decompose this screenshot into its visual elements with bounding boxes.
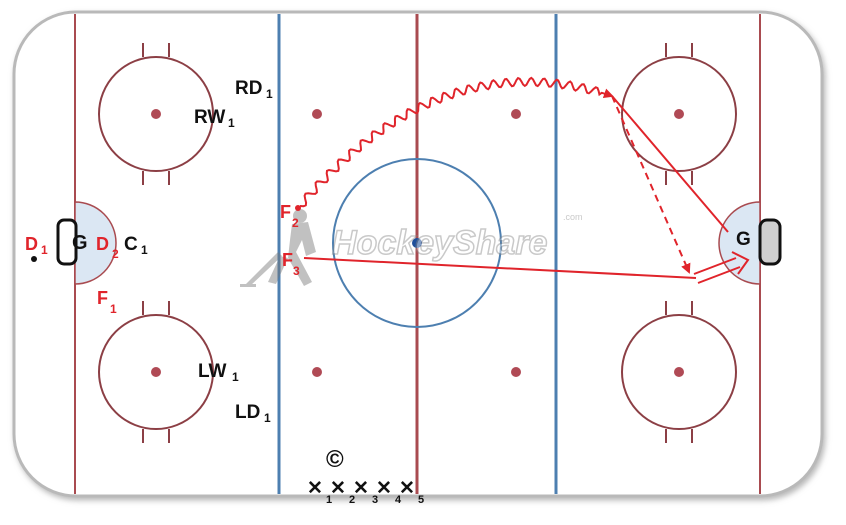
puck-f2 — [295, 205, 301, 211]
waiting-marker-4: ✕ — [376, 478, 392, 499]
neutral-dot-bottom-left — [312, 367, 322, 377]
svg-text:C: C — [124, 234, 138, 255]
faceoff-circle-top-left — [98, 43, 214, 185]
skate-path-f3 — [303, 257, 697, 279]
svg-text:F: F — [280, 202, 291, 222]
svg-text:1: 1 — [141, 243, 148, 257]
left-net — [56, 218, 78, 266]
svg-text:D: D — [96, 234, 109, 254]
puck-d1 — [31, 256, 37, 262]
player-d2: D 2 — [96, 234, 119, 261]
svg-text:RW: RW — [194, 107, 225, 128]
player-f3: F 3 — [282, 250, 300, 278]
faceoff-circle-bottom-right — [621, 301, 737, 443]
waiting-marker-3: ✕ — [353, 478, 369, 499]
svg-text:LW: LW — [198, 361, 227, 382]
watermark-suffix: .com — [563, 212, 583, 222]
left-crease — [74, 201, 117, 285]
neutral-dot-top-right — [511, 109, 521, 119]
svg-text:RD: RD — [235, 78, 262, 99]
shot-arrow — [693, 251, 750, 284]
neutral-dot-bottom-right — [511, 367, 521, 377]
goalie-left-label: G — [72, 232, 88, 254]
waiting-number-2: 2 — [349, 494, 355, 506]
svg-text:1: 1 — [266, 87, 273, 101]
right-net — [758, 218, 782, 266]
player-f2: F 2 — [280, 202, 299, 230]
waiting-marker-1: ✕ — [307, 478, 323, 499]
waiting-marker-5: ✕ — [399, 478, 415, 499]
svg-text:LD: LD — [235, 402, 260, 423]
waiting-line: ✕ 1 ✕ 2 ✕ 3 ✕ 4 ✕ 5 — [307, 478, 424, 506]
player-rw1: RW 1 — [194, 107, 235, 130]
waiting-marker-2: ✕ — [330, 478, 346, 499]
svg-text:F: F — [97, 288, 108, 308]
waiting-number-5: 5 — [418, 494, 424, 506]
player-f1: F 1 — [97, 288, 117, 316]
svg-text:1: 1 — [232, 370, 239, 384]
hockeyshare-watermark: HockeyShare .com — [240, 209, 583, 287]
player-c1: C 1 — [124, 234, 148, 257]
svg-text:1: 1 — [264, 411, 271, 425]
player-d1: D 1 — [25, 234, 48, 257]
neutral-dot-top-left — [312, 109, 322, 119]
svg-text:F: F — [282, 250, 293, 270]
faceoff-circle-bottom-left — [98, 301, 214, 443]
svg-text:2: 2 — [112, 247, 119, 261]
waiting-number-1: 1 — [326, 494, 332, 506]
waiting-number-3: 3 — [372, 494, 378, 506]
right-crease — [718, 201, 761, 285]
skate-path-wavy — [299, 76, 614, 208]
player-lw1: LW 1 — [198, 361, 239, 384]
coach-icon: © — [326, 446, 344, 473]
svg-text:2: 2 — [292, 216, 299, 230]
faceoff-circle-top-right — [621, 43, 737, 185]
svg-text:3: 3 — [293, 264, 300, 278]
svg-text:1: 1 — [228, 116, 235, 130]
svg-text:1: 1 — [41, 243, 48, 257]
pass-path-f2-to-f3 — [611, 95, 691, 274]
waiting-number-4: 4 — [395, 494, 402, 506]
player-ld1: LD 1 — [235, 402, 271, 425]
player-rd1: RD 1 — [235, 78, 273, 101]
watermark-brand: HockeyShare — [332, 224, 547, 262]
svg-text:1: 1 — [110, 302, 117, 316]
skate-path-f2-to-net — [611, 95, 729, 233]
svg-text:D: D — [25, 234, 38, 254]
center-dot — [412, 238, 422, 248]
center-circle — [332, 158, 502, 328]
skater-silhouette-icon — [240, 209, 316, 287]
goalie-right-label: G — [736, 229, 751, 250]
